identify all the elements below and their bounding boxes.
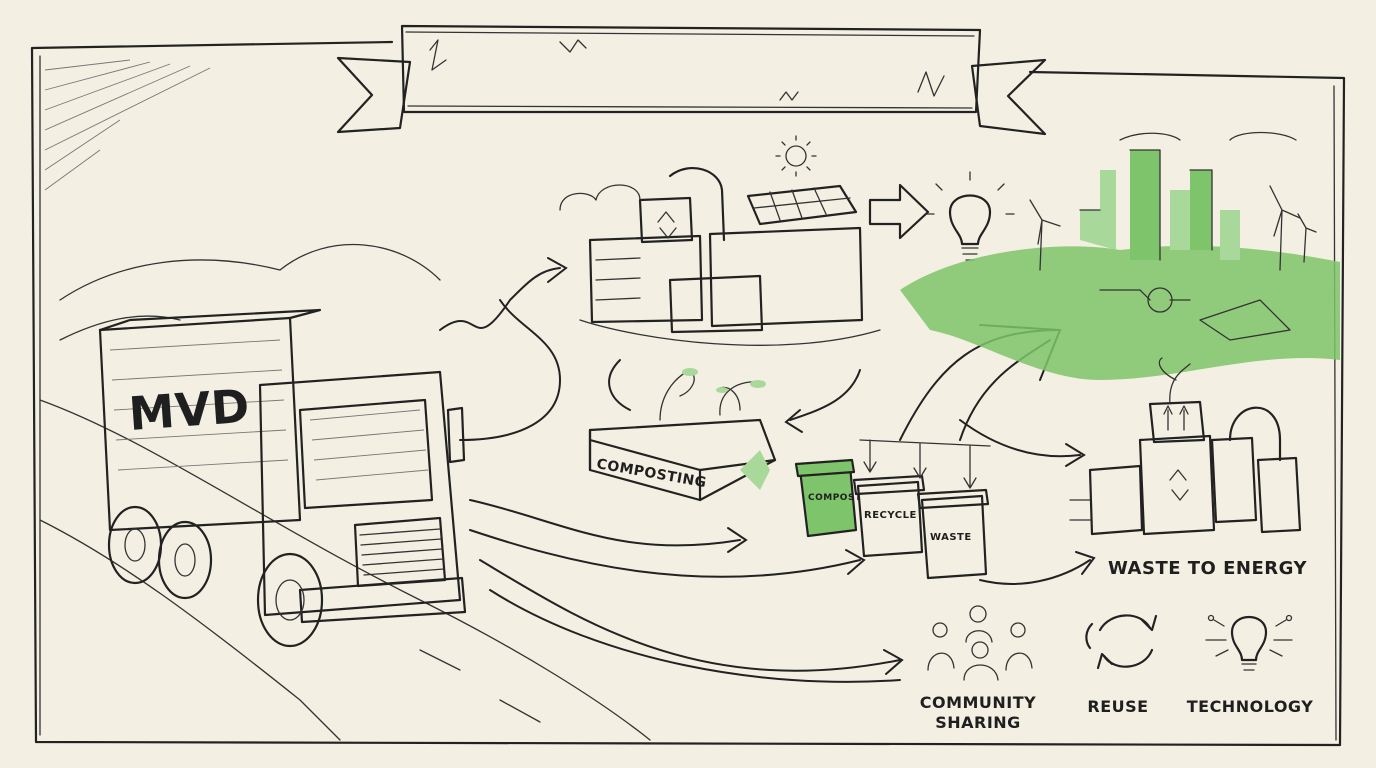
technology-label: TECHNOLOGY	[1187, 697, 1314, 716]
lightbulb-icon	[925, 171, 1015, 261]
frame	[30, 40, 1346, 747]
bin-recycle-label: RECYCLE	[864, 510, 917, 521]
waste-to-energy-plant: WASTE TO ENERGY	[1069, 357, 1308, 579]
technology: TECHNOLOGY	[1187, 614, 1314, 716]
community-label-line2: SHARING	[935, 713, 1021, 732]
bin-compost-label: COMPOST	[808, 493, 862, 503]
composting-bin: COMPOSTING	[588, 368, 777, 502]
community-sharing: COMMUNITY SHARING	[920, 605, 1037, 732]
bin-waste-label: WASTE	[930, 532, 972, 543]
community-label-line1: COMMUNITY	[920, 693, 1037, 712]
banner	[336, 24, 1047, 136]
sun-icon	[775, 135, 817, 177]
recycle-icon	[657, 211, 677, 239]
waste-to-energy-label: WASTE TO ENERGY	[1108, 558, 1308, 579]
people-icon	[927, 605, 1033, 681]
recycle-icon	[1085, 614, 1158, 670]
lightbulb-icon	[1205, 614, 1293, 671]
sorting-bins: COMPOST RECYCLE WASTE	[794, 439, 991, 580]
green-city	[900, 131, 1340, 380]
hills	[59, 243, 441, 341]
road	[39, 399, 651, 741]
recycling-factory	[559, 135, 881, 346]
wind-turbine-icon	[1029, 185, 1317, 271]
garbage-truck: MVD	[98, 308, 467, 648]
reuse-label: REUSE	[1087, 697, 1148, 716]
truck-logo: MVD	[127, 379, 252, 441]
reuse: REUSE	[1085, 614, 1158, 716]
